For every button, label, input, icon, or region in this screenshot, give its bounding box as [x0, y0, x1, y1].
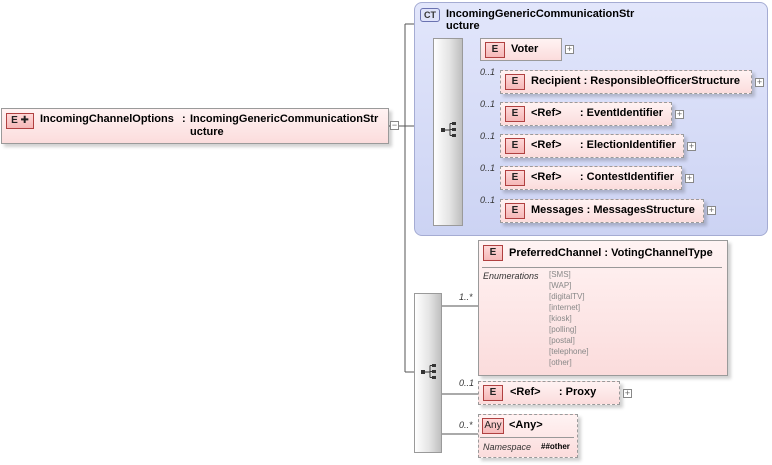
- any-element-label: <Any>: [509, 419, 543, 431]
- contest-identifier-element-box[interactable]: [500, 166, 682, 190]
- messages-element-box[interactable]: [500, 199, 704, 223]
- element-tag-icon: E: [505, 74, 525, 90]
- element-tag-icon: E​ ✚: [6, 113, 34, 129]
- enumerations-label: Enumerations: [483, 271, 539, 281]
- element-tag-icon: E: [483, 245, 503, 261]
- choice-icon: [421, 364, 436, 379]
- event-identifier-element-label: <Ref> : EventIdentifier: [531, 107, 664, 119]
- root-element-box[interactable]: [1, 108, 389, 144]
- sequence-icon: [441, 122, 456, 137]
- cardinality-label: 0..1: [480, 163, 496, 173]
- choice-compositor[interactable]: [414, 293, 442, 453]
- collapse-minus-icon[interactable]: −: [390, 120, 399, 130]
- cardinality-label: 0..1: [459, 378, 475, 388]
- enum-value: [digitalTV]: [549, 292, 585, 301]
- expand-plus-icon[interactable]: +: [687, 141, 696, 151]
- preferred-channel-element-label: PreferredChannel : VotingChannelType: [509, 247, 713, 259]
- root-element-name: IncomingChannelOptions: [40, 113, 174, 125]
- element-tag-icon: E: [505, 170, 525, 186]
- expand-plus-icon[interactable]: +: [623, 388, 632, 398]
- cardinality-label: 0..*: [459, 420, 473, 430]
- messages-element-label: Messages : MessagesStructure: [531, 204, 695, 216]
- election-identifier-element-box[interactable]: [500, 134, 684, 158]
- enum-value: [WAP]: [549, 281, 572, 290]
- root-element-type: IncomingGenericCommunicationStr: [190, 113, 379, 125]
- expand-plus-icon[interactable]: +: [675, 109, 684, 119]
- complex-type-name-cont: ucture: [446, 20, 480, 32]
- expand-plus-icon[interactable]: +: [707, 205, 716, 215]
- preferred-channel-element-box[interactable]: [478, 240, 728, 376]
- element-tag-icon: E: [505, 203, 525, 219]
- root-element-sep: :: [182, 113, 186, 125]
- enum-value: [polling]: [549, 325, 577, 334]
- element-tag-icon: E: [485, 42, 505, 58]
- divider: [480, 437, 574, 438]
- event-identifier-element-box[interactable]: [500, 102, 672, 126]
- root-element-type-cont: ucture: [190, 126, 224, 138]
- expand-plus-icon[interactable]: +: [755, 77, 764, 87]
- enum-value: [kiosk]: [549, 314, 572, 323]
- element-tag-icon: E: [505, 138, 525, 154]
- element-tag-icon: E: [483, 385, 503, 401]
- divider: [482, 267, 722, 268]
- cardinality-label: 0..1: [480, 195, 496, 205]
- recipient-element-label: Recipient : ResponsibleOfficerStructure: [531, 75, 741, 87]
- enum-value: [SMS]: [549, 270, 571, 279]
- election-identifier-element-label: <Ref> : ElectionIdentifier: [531, 139, 676, 151]
- proxy-element-label: <Ref> : Proxy: [510, 386, 597, 398]
- enum-value: [other]: [549, 358, 572, 367]
- cardinality-label: 0..1: [480, 67, 496, 77]
- sequence-compositor[interactable]: [433, 38, 463, 226]
- expand-plus-icon[interactable]: +: [685, 173, 694, 183]
- complex-type-tag-icon: CT: [420, 8, 440, 22]
- cardinality-label: 1..*: [459, 292, 473, 302]
- contest-identifier-element-label: <Ref> : ContestIdentifier: [531, 171, 675, 183]
- voter-element-label: Voter: [511, 43, 539, 55]
- cardinality-label: 0..1: [480, 99, 496, 109]
- element-tag-icon: E: [505, 106, 525, 122]
- namespace-value: ##other: [541, 442, 570, 451]
- enum-value: [telephone]: [549, 347, 589, 356]
- cardinality-label: 0..1: [480, 131, 496, 141]
- expand-plus-icon[interactable]: +: [565, 44, 574, 54]
- enum-value: [postal]: [549, 336, 575, 345]
- enum-value: [internet]: [549, 303, 581, 312]
- namespace-label: Namespace: [483, 442, 532, 452]
- any-tag-icon: Any: [482, 418, 504, 434]
- recipient-element-box[interactable]: [500, 70, 752, 94]
- complex-type-name: IncomingGenericCommunicationStr: [446, 8, 635, 20]
